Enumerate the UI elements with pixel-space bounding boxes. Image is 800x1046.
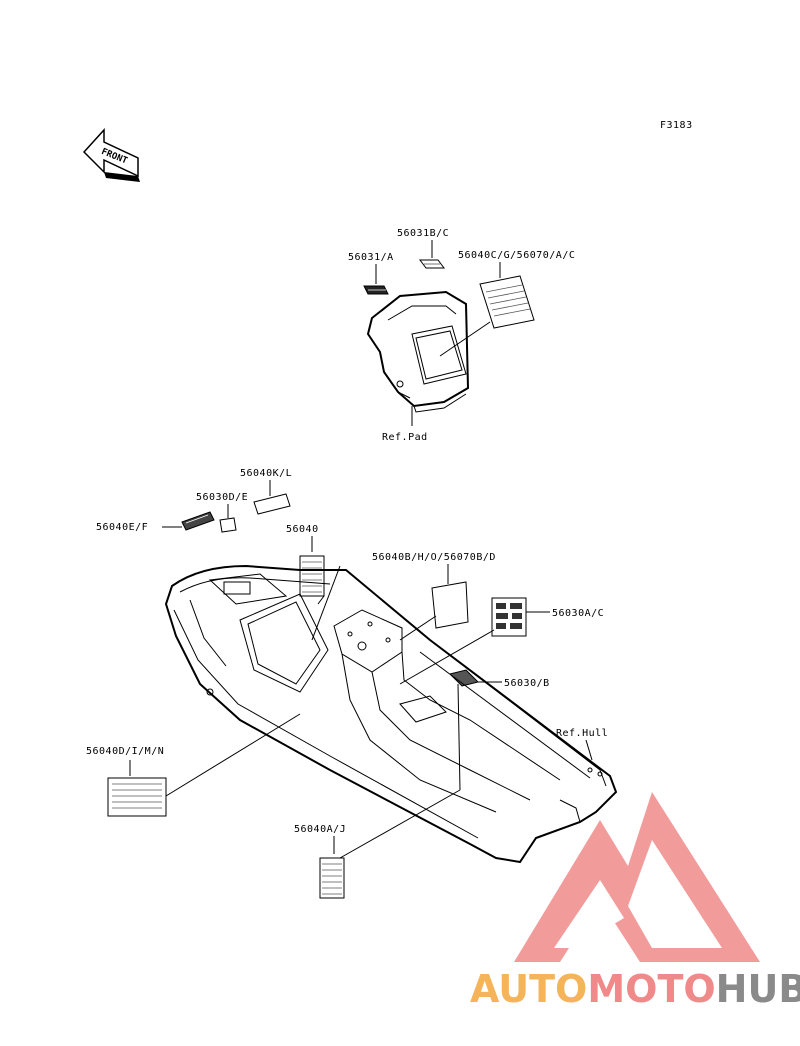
label-56040B-H-O-56070B-D: 56040B/H/O/56070B/D — [372, 552, 496, 563]
decal-56031B-C — [419, 259, 445, 269]
diagram-code: F3183 — [660, 120, 693, 131]
label-ref-pad: Ref.Pad — [382, 432, 428, 443]
decal-56040A-J — [319, 857, 345, 899]
decal-56040 — [299, 555, 325, 597]
decal-56030A-C — [491, 597, 527, 637]
watermark-logo-icon — [514, 792, 760, 962]
label-ref-hull: Ref.Hull — [556, 728, 608, 739]
hull-assembly: 56040K/L 56030D/E 56040E/F 56040 56040B/… — [86, 468, 618, 899]
label-56030A-C: 56030A/C — [552, 608, 604, 619]
decal-56040K-L — [253, 493, 291, 515]
label-56040A-J: 56040A/J — [294, 824, 346, 835]
label-56040D-I-M-N: 56040D/I/M/N — [86, 746, 164, 757]
pad-assembly: 56031B/C 56031/A 56040C/G/56070/A/C — [348, 228, 575, 443]
decal-56040E-F — [181, 511, 215, 531]
decal-56031-A — [363, 285, 389, 295]
watermark-hub: HUB — [716, 967, 800, 1011]
watermark: AUTOMOTOHUB — [470, 792, 800, 1011]
label-56040E-F: 56040E/F — [96, 522, 148, 533]
label-56031-A: 56031/A — [348, 252, 394, 263]
decal-56030D-E — [219, 517, 237, 533]
label-56031B-C: 56031B/C — [397, 228, 449, 239]
pad-body — [366, 290, 470, 413]
decal-56040B-H — [431, 581, 469, 629]
hull-body — [164, 564, 618, 864]
watermark-moto: MOTO — [587, 967, 715, 1011]
label-56030-B: 56030/B — [504, 678, 550, 689]
watermark-auto: AUTO — [470, 967, 587, 1011]
decal-56040C-G — [479, 275, 535, 329]
svg-text:AUTOMOTOHUB: AUTOMOTOHUB — [470, 967, 800, 1011]
label-56040K-L: 56040K/L — [240, 468, 292, 479]
decal-56030-B — [449, 669, 479, 687]
label-56030D-E: 56030D/E — [196, 492, 248, 503]
label-56040C-G-56070-A-C: 56040C/G/56070/A/C — [458, 250, 575, 261]
front-arrow-icon: FRONT — [82, 128, 140, 182]
decal-56040D-I-M-N — [107, 777, 167, 817]
label-56040: 56040 — [286, 524, 319, 535]
